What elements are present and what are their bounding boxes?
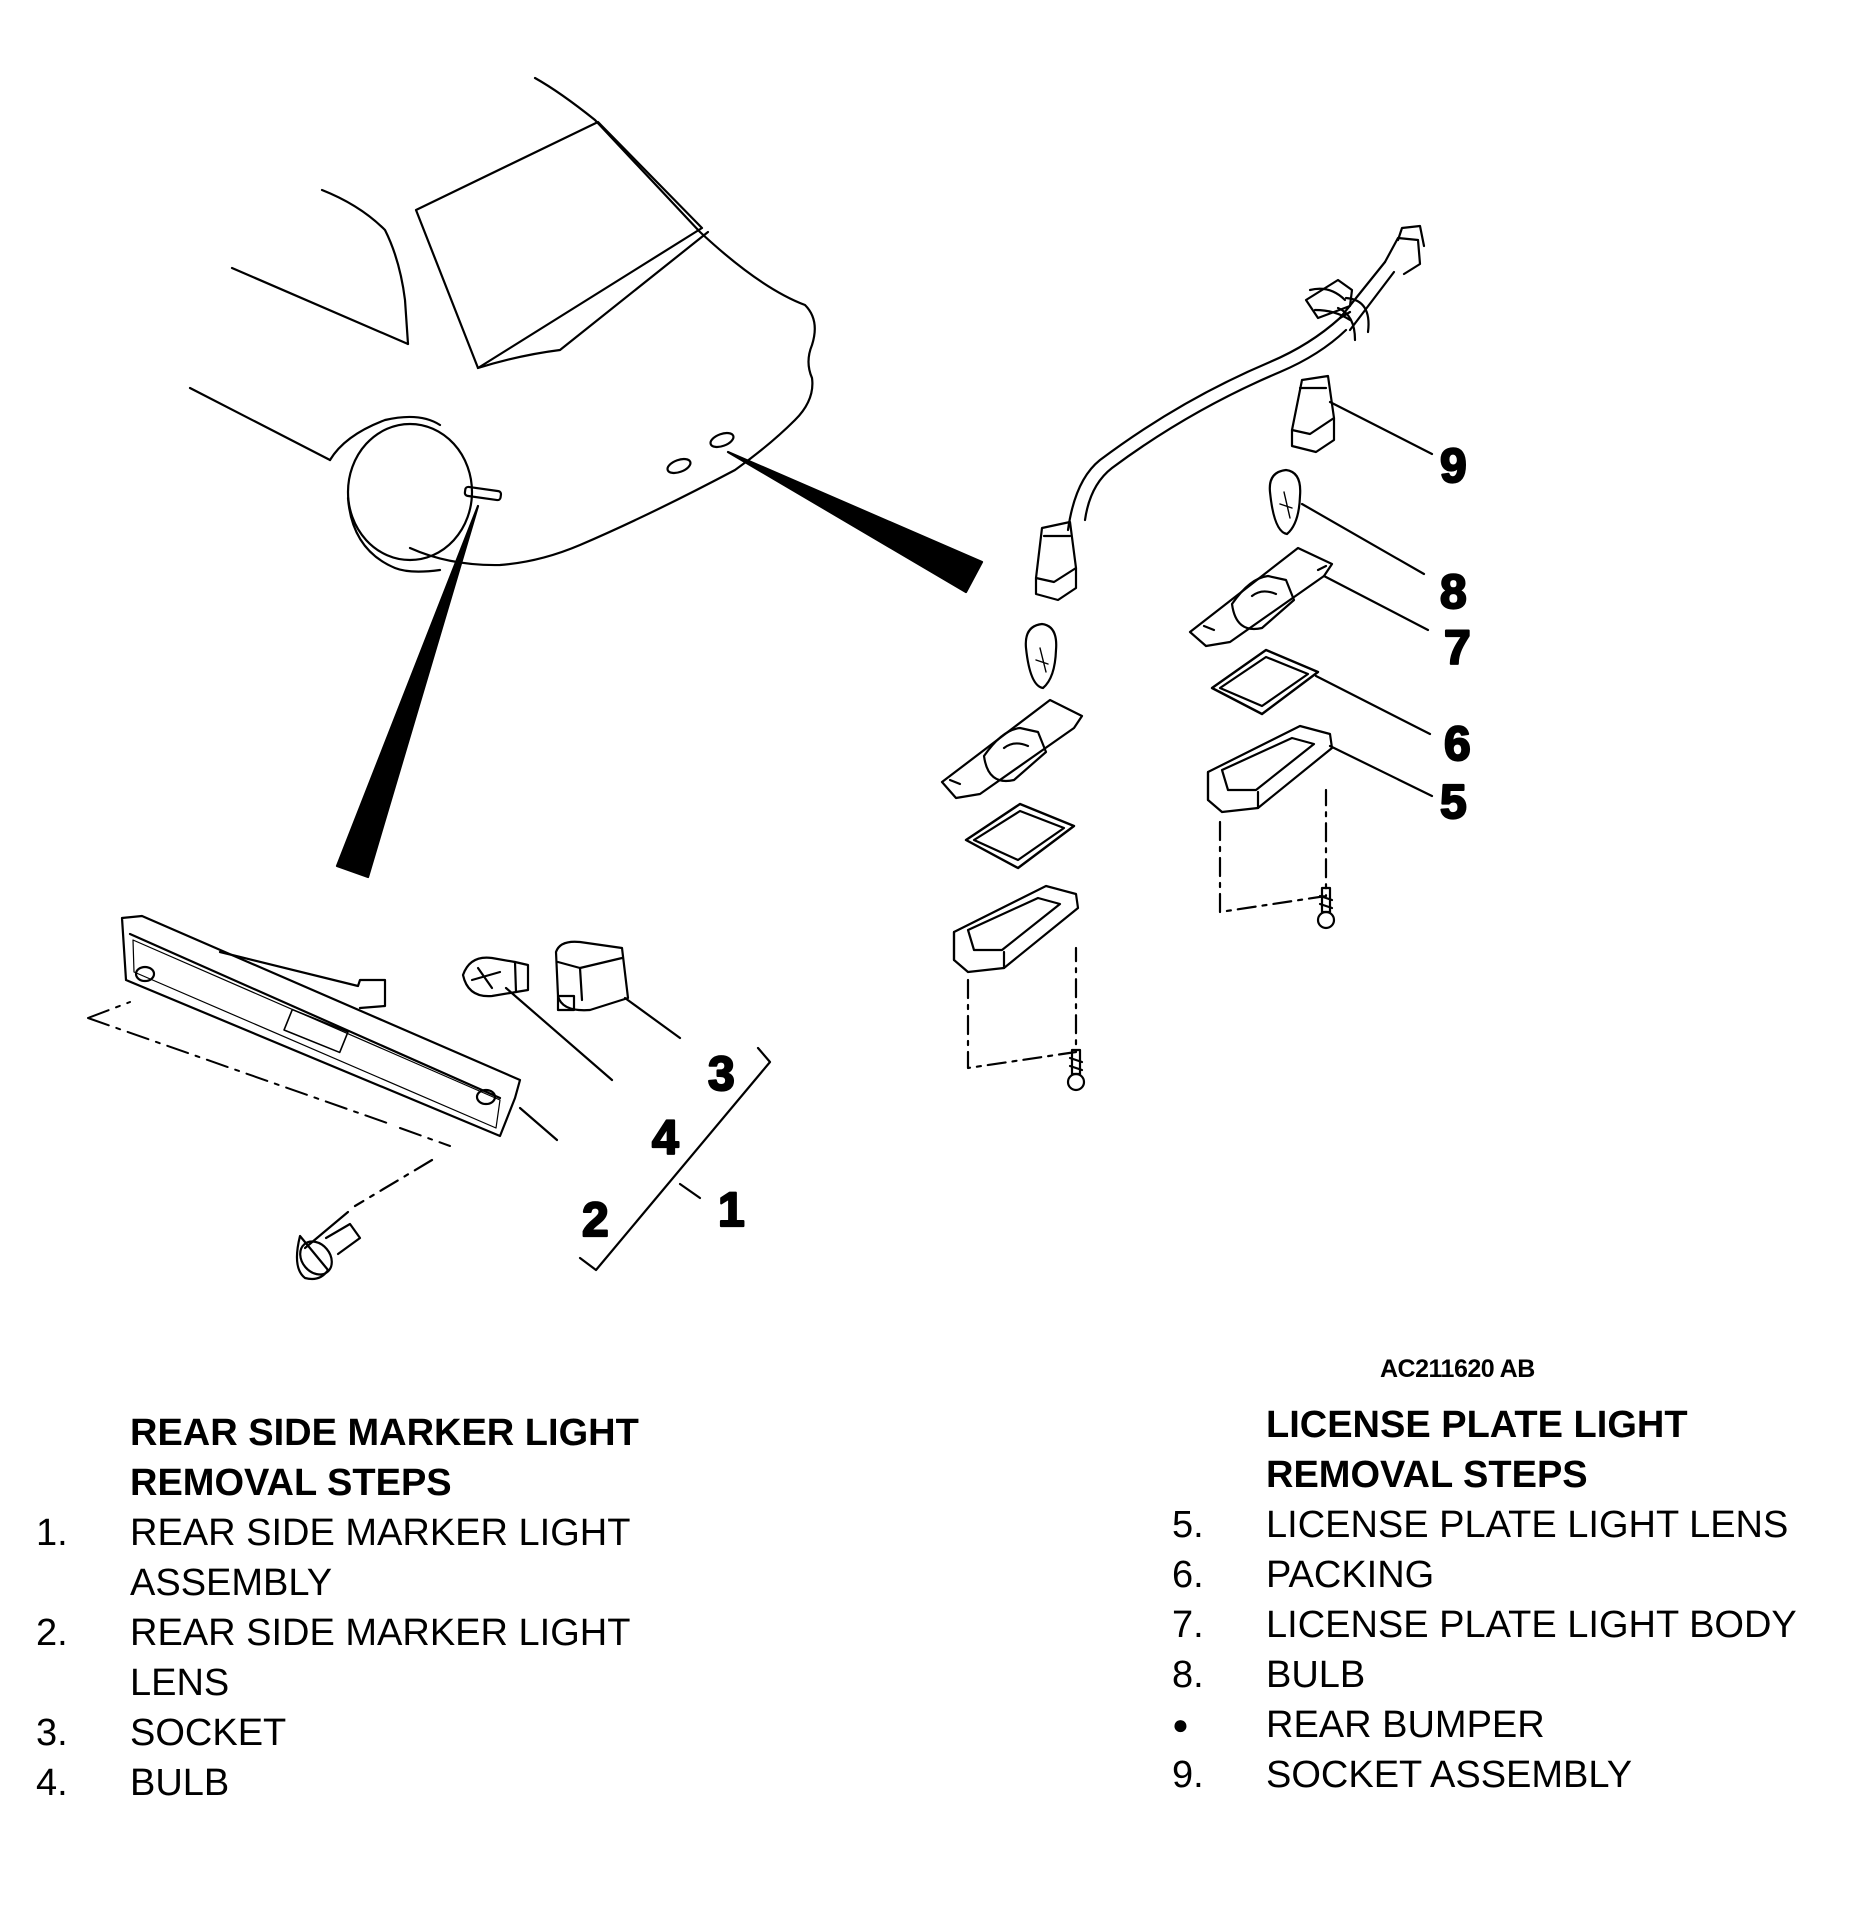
- socket-side-marker: [556, 942, 628, 1011]
- callout-1: 1: [718, 1184, 745, 1237]
- step-text: BULB: [130, 1762, 230, 1804]
- leader-8: [1302, 504, 1424, 574]
- packing-6: [1212, 650, 1318, 714]
- callout-8: 8: [1440, 566, 1467, 619]
- step-number: 8.: [1172, 1654, 1204, 1696]
- step-row: 2. REAR SIDE MARKER LIGHT: [36, 1608, 716, 1658]
- step-row: 8. BULB: [1172, 1650, 1872, 1700]
- car-outline: [190, 78, 815, 572]
- left-title-line2: REMOVAL STEPS: [130, 1462, 452, 1504]
- socket-left-plate: [1036, 522, 1076, 600]
- left-title-line1: REAR SIDE MARKER LIGHT: [130, 1412, 639, 1454]
- plate-light-body-7: [1190, 548, 1332, 646]
- mount-dashed-line-5: [1220, 790, 1326, 912]
- mount-dashed-line-left: [968, 948, 1076, 1068]
- leader-2: [520, 1108, 557, 1140]
- step-row: 5. LICENSE PLATE LIGHT LENS: [1172, 1500, 1872, 1550]
- pointer-wedge-side: [337, 506, 478, 877]
- bulb-side-marker: [463, 958, 528, 997]
- step-row: ● REAR BUMPER: [1172, 1700, 1872, 1750]
- step-number: 2.: [36, 1612, 68, 1654]
- step-text: BULB: [1266, 1654, 1366, 1696]
- right-title-line2: REMOVAL STEPS: [1266, 1454, 1588, 1496]
- callout-5: 5: [1440, 776, 1467, 829]
- right-title-line1: LICENSE PLATE LIGHT: [1266, 1404, 1688, 1446]
- step-number: 3.: [36, 1712, 68, 1754]
- license-plate-light-steps: LICENSE PLATE LIGHT REMOVAL STEPS 5. LIC…: [1172, 1400, 1872, 1800]
- mount-dashed-line: [88, 1002, 450, 1146]
- step-row: 1. REAR SIDE MARKER LIGHT: [36, 1508, 716, 1558]
- step-row: 7. LICENSE PLATE LIGHT BODY: [1172, 1600, 1872, 1650]
- leader-9: [1330, 402, 1432, 454]
- rear-side-marker-steps: REAR SIDE MARKER LIGHT REMOVAL STEPS 1. …: [36, 1408, 716, 1808]
- socket-assembly: [1292, 376, 1334, 452]
- step-row: 4. BULB: [36, 1758, 716, 1808]
- step-text: REAR SIDE MARKER LIGHT: [130, 1512, 631, 1554]
- leader-4: [506, 988, 612, 1080]
- step-text: LICENSE PLATE LIGHT BODY: [1266, 1604, 1797, 1646]
- bulb-left: [1026, 624, 1056, 688]
- step-number: 5.: [1172, 1504, 1204, 1546]
- callout-6: 6: [1444, 718, 1471, 771]
- callout-3: 3: [708, 1048, 735, 1101]
- side-marker-lens-illustration: [122, 916, 520, 1136]
- step-text: SOCKET: [130, 1712, 287, 1754]
- step-text: ASSEMBLY: [130, 1562, 333, 1604]
- bulb-8: [1270, 470, 1300, 534]
- step-text: REAR SIDE MARKER LIGHT: [130, 1612, 631, 1654]
- step-row: 6. PACKING: [1172, 1550, 1872, 1600]
- leader-6: [1316, 676, 1430, 734]
- callout-4: 4: [652, 1112, 679, 1165]
- bracket-1: [580, 1048, 770, 1270]
- screw-side-marker: [294, 1212, 360, 1281]
- step-row-cont: LENS: [36, 1658, 716, 1708]
- step-number: 1.: [36, 1512, 68, 1554]
- leader-7: [1324, 576, 1428, 630]
- screw-dashed-line: [355, 1160, 432, 1206]
- screw-left: [1068, 1050, 1084, 1090]
- figure-code: AC211620 AB: [1380, 1355, 1535, 1383]
- packing-left: [966, 804, 1074, 868]
- step-text: PACKING: [1266, 1554, 1435, 1596]
- step-number: 6.: [1172, 1554, 1204, 1596]
- leader-5: [1330, 746, 1432, 796]
- bullet-icon: ●: [1172, 1709, 1189, 1740]
- step-number: 4.: [36, 1762, 68, 1804]
- callout-9: 9: [1440, 440, 1467, 493]
- plate-light-lens-5: [1208, 726, 1332, 812]
- step-row-cont: ASSEMBLY: [36, 1558, 716, 1608]
- step-row: 9. SOCKET ASSEMBLY: [1172, 1750, 1872, 1800]
- leader-3: [625, 998, 680, 1038]
- pointer-wedge-license: [728, 452, 982, 592]
- step-text: LICENSE PLATE LIGHT LENS: [1266, 1504, 1789, 1546]
- plate-light-body-left: [942, 700, 1082, 798]
- leader-1: [680, 1184, 700, 1198]
- plate-light-lens-left: [954, 886, 1078, 972]
- step-number: 7.: [1172, 1604, 1204, 1646]
- wiring-harness: [1068, 226, 1424, 530]
- step-text: REAR BUMPER: [1266, 1704, 1545, 1746]
- callout-7: 7: [1444, 622, 1471, 675]
- step-text: SOCKET ASSEMBLY: [1266, 1754, 1633, 1796]
- step-text: LENS: [130, 1662, 230, 1704]
- step-row: 3. SOCKET: [36, 1708, 716, 1758]
- screw-5: [1318, 888, 1334, 928]
- step-number: 9.: [1172, 1754, 1204, 1796]
- callout-2: 2: [582, 1194, 609, 1247]
